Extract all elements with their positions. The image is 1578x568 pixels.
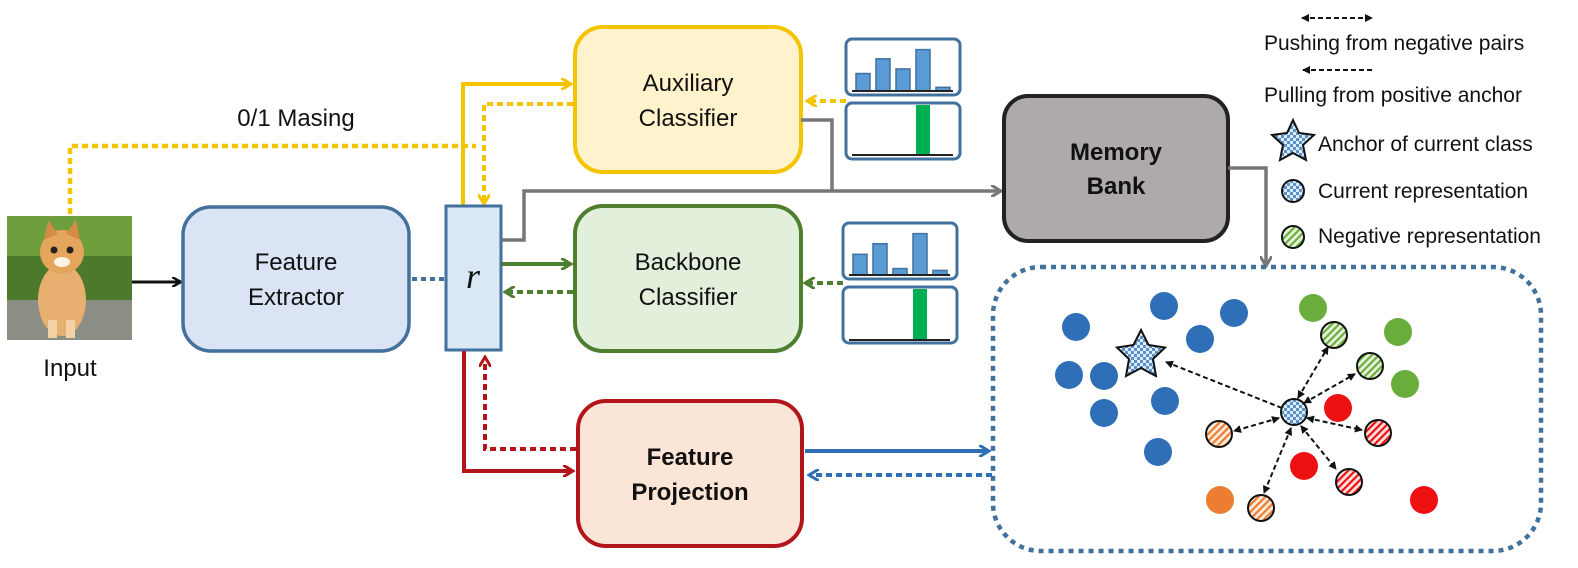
auxiliary-histogram-bar — [895, 68, 911, 92]
auxiliary-classifier-box — [573, 25, 803, 174]
auxiliary-classifier-line2: Classifier — [639, 105, 738, 132]
backbone-histogram — [841, 221, 959, 281]
auxiliary-histogram-bar — [875, 58, 891, 92]
backbone-histogram-bar — [872, 242, 888, 276]
legend-negative: Negative representation — [1318, 225, 1541, 248]
auxiliary-histogram-bar — [855, 72, 871, 92]
feature-projection-line2: Projection — [631, 479, 748, 506]
backbone-histogram-bar — [912, 232, 928, 276]
auxiliary-label-histogram — [844, 101, 962, 161]
backbone-classifier-box — [573, 204, 803, 353]
auxiliary-classifier-line1: Auxiliary — [643, 70, 734, 97]
feature-projection-line1: Feature — [647, 444, 734, 471]
r-box — [444, 204, 503, 352]
memory-bank-line2: Bank — [1087, 173, 1146, 200]
star-icon — [1114, 327, 1168, 378]
auxiliary-histogram-bar — [915, 48, 931, 92]
feature-space — [990, 264, 1544, 554]
masking-path — [67, 143, 476, 214]
legend: Pushing from negative pairs Pulling from… — [1264, 14, 1541, 249]
pushing-arrows — [1233, 346, 1363, 494]
backbone-classifier-line1: Backbone — [635, 249, 742, 276]
feature-extractor-line1: Feature — [255, 249, 338, 276]
backbone-histogram-bar — [852, 253, 868, 276]
memory-bank-line1: Memory — [1070, 139, 1163, 166]
feature-extractor-line2: Extractor — [248, 284, 344, 311]
legend-current: Current representation — [1318, 180, 1528, 203]
masking-label: 0/1 Masing — [237, 105, 354, 132]
current-representation-point — [1280, 398, 1308, 426]
feature-space-points — [1055, 292, 1438, 514]
feature-projection-box — [576, 399, 804, 548]
auxiliary-histogram — [844, 37, 962, 97]
input-label: Input — [43, 355, 97, 382]
backbone-label-histogram — [841, 285, 959, 345]
backbone-classifier-line2: Classifier — [639, 284, 738, 311]
legend-anchor: Anchor of current class — [1318, 133, 1533, 156]
r-symbol: r — [466, 256, 481, 296]
memory-bank-box — [1002, 94, 1230, 243]
cat-photo — [7, 216, 132, 340]
legend-pushing: Pushing from negative pairs — [1264, 32, 1524, 55]
legend-pulling: Pulling from positive anchor — [1264, 84, 1522, 107]
feature-extractor-box — [181, 205, 411, 353]
